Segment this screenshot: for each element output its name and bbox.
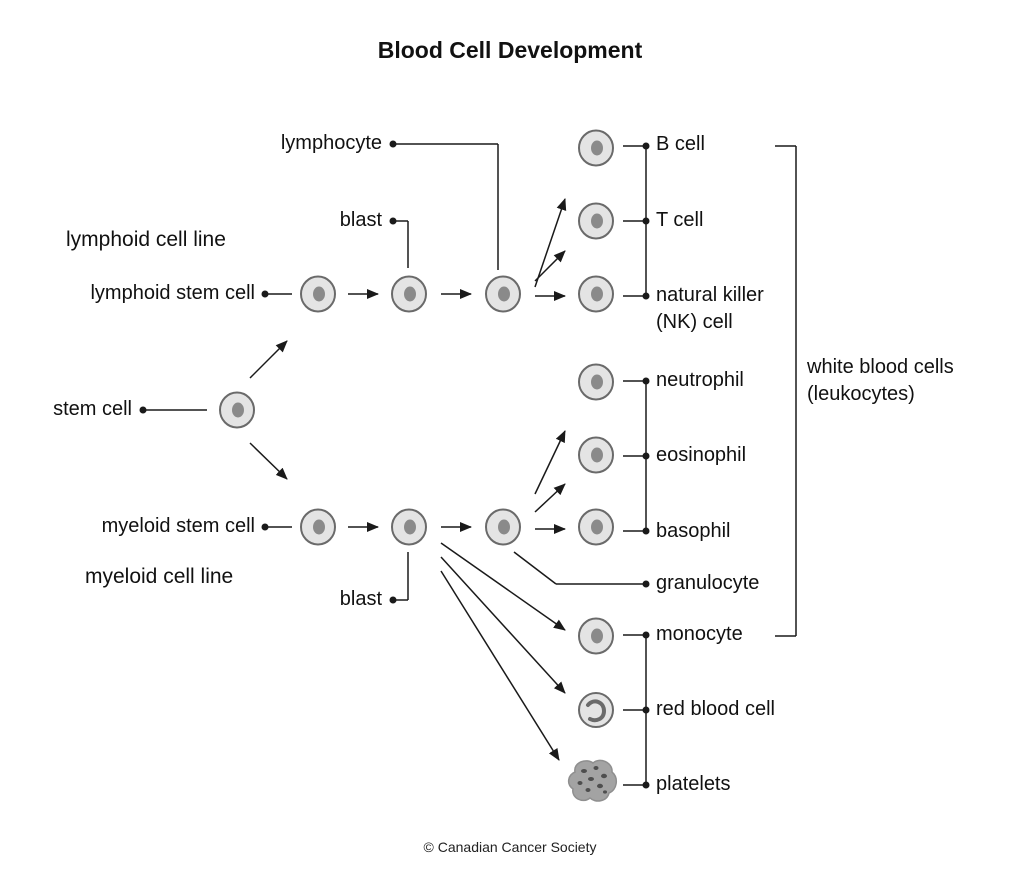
- label-platelets: platelets: [656, 773, 731, 795]
- label-basophil: basophil: [656, 520, 731, 542]
- diagram-title: Blood Cell Development: [378, 37, 643, 63]
- label-stem-cell: stem cell: [53, 398, 132, 420]
- label-b-cell: B cell: [656, 133, 705, 155]
- nk-cell-icon: [578, 275, 614, 313]
- copyright-credit: © Canadian Cancer Society: [424, 839, 597, 855]
- label-myeloid-cell-line: myeloid cell line: [85, 565, 233, 588]
- myeloid-stem-cell-icon: [300, 508, 336, 546]
- label-myeloid-stem-cell: myeloid stem cell: [102, 515, 255, 537]
- myeloid-blast-cell-icon: [391, 508, 427, 546]
- b-cell-icon: [578, 129, 614, 167]
- lymphoid-stem-cell-icon: [300, 275, 336, 313]
- label-granulocyte: granulocyte: [656, 572, 759, 594]
- label-nk-cell-line1: natural killer: [656, 284, 764, 306]
- granulocyte-precursor-cell-icon: [485, 508, 521, 546]
- label-lymphocyte: lymphocyte: [281, 132, 382, 154]
- label-t-cell: T cell: [656, 209, 703, 231]
- label-white-blood-cells-line1: white blood cells: [806, 356, 954, 378]
- development-arrows: [249, 198, 567, 761]
- stem-cell-icon: [219, 391, 255, 429]
- lymphocyte-cell-icon: [485, 275, 521, 313]
- lymphoid-blast-cell-icon: [391, 275, 427, 313]
- label-blast-bottom: blast: [340, 588, 383, 610]
- label-monocyte: monocyte: [656, 623, 743, 645]
- connector-lines: [139, 140, 797, 789]
- eosinophil-cell-icon: [578, 436, 614, 474]
- t-cell-icon: [578, 202, 614, 240]
- monocyte-cell-icon: [578, 617, 614, 655]
- platelets-icon: [567, 759, 617, 802]
- label-white-blood-cells-line2: (leukocytes): [807, 383, 915, 405]
- red-blood-cell-icon: [578, 692, 614, 728]
- neutrophil-cell-icon: [578, 363, 614, 401]
- label-red-blood-cell: red blood cell: [656, 698, 775, 720]
- label-neutrophil: neutrophil: [656, 369, 744, 391]
- label-lymphoid-stem-cell: lymphoid stem cell: [90, 282, 255, 304]
- basophil-cell-icon: [578, 508, 614, 546]
- label-blast-top: blast: [340, 209, 383, 231]
- label-eosinophil: eosinophil: [656, 444, 746, 466]
- label-nk-cell-line2: (NK) cell: [656, 311, 733, 333]
- label-lymphoid-cell-line: lymphoid cell line: [66, 228, 226, 251]
